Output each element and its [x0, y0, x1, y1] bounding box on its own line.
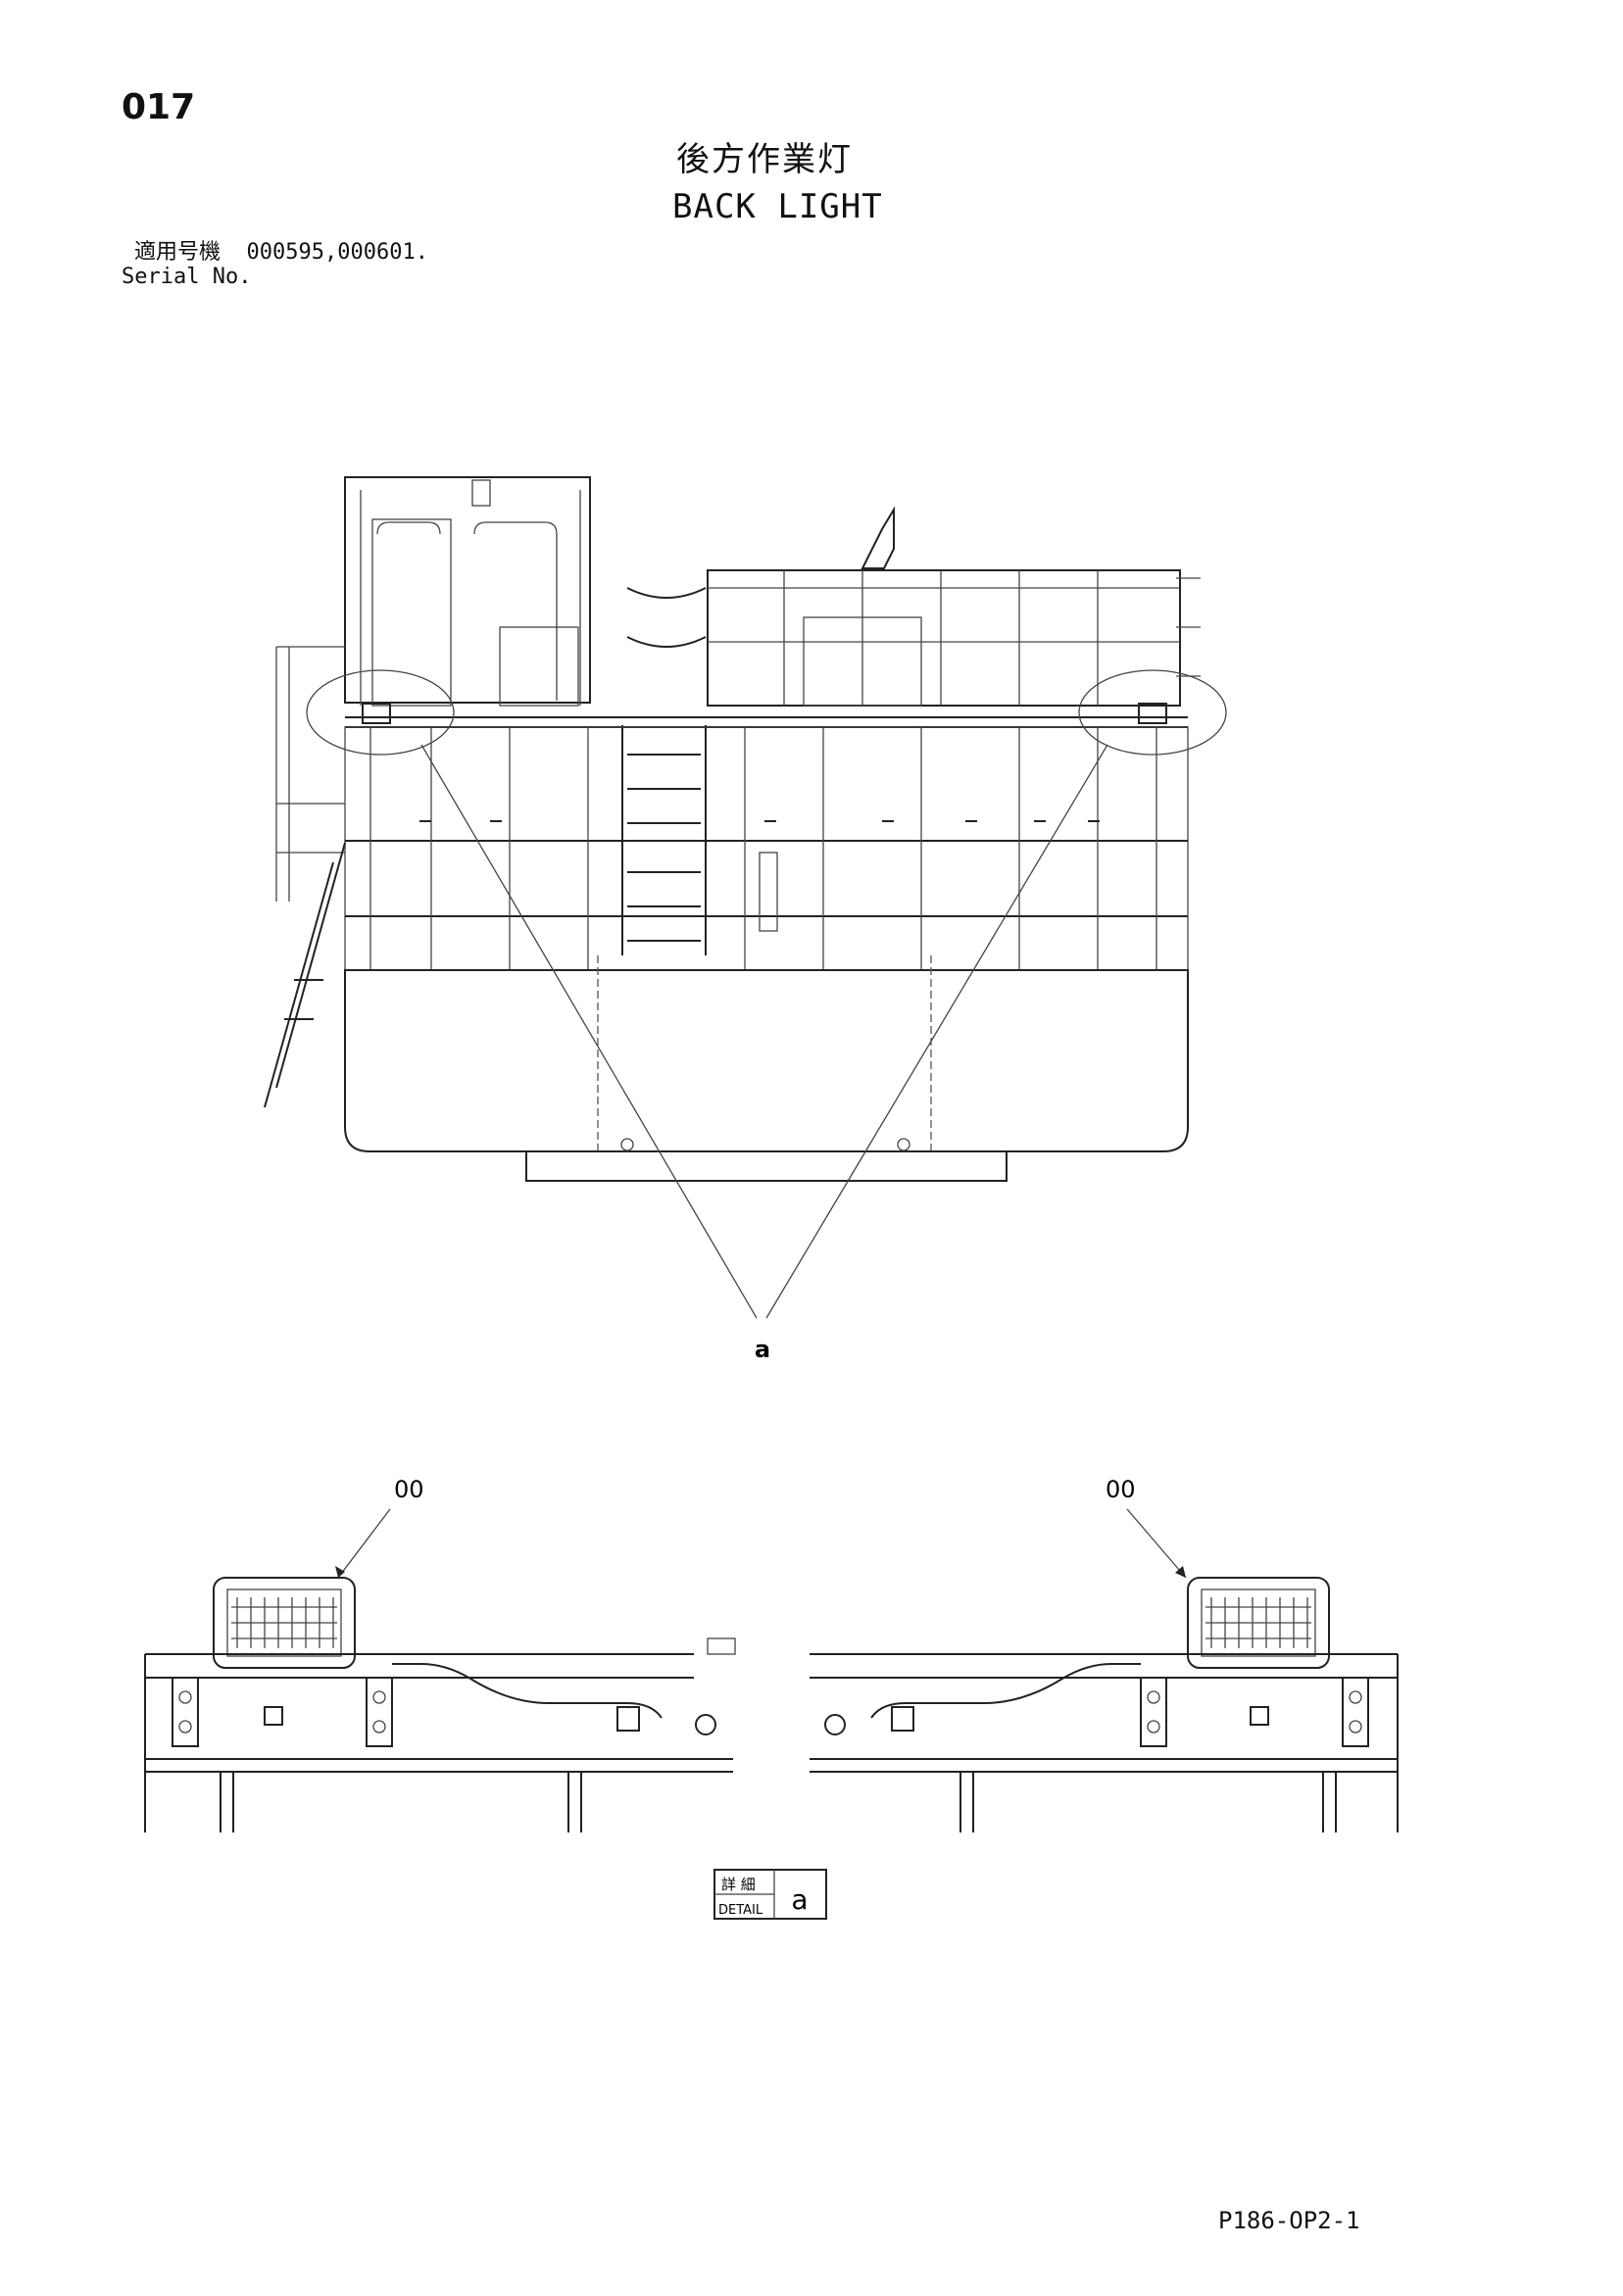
cab-handrail-left	[376, 521, 441, 535]
frame-left	[144, 1653, 694, 1832]
engine-cover-rail	[707, 569, 1181, 707]
work-light-right	[1187, 1577, 1330, 1669]
bracket-right-1	[1140, 1677, 1167, 1747]
detail-label-ref: a	[791, 1883, 808, 1916]
exhaust-stack	[861, 506, 895, 569]
bracket-right-2	[1342, 1677, 1369, 1747]
frame-left-lower	[145, 1758, 733, 1832]
work-light-left-lens	[226, 1588, 342, 1657]
title-english: BACK LIGHT	[672, 187, 883, 226]
rear-panel-area	[344, 726, 1189, 971]
right-rail-stubs	[1176, 577, 1201, 677]
leader-line-right	[765, 744, 1108, 1319]
title-japanese: 後方作業灯	[676, 140, 853, 179]
counterweight	[344, 969, 1189, 1152]
machine-rear-view: a	[264, 476, 1227, 1363]
serial-line-japanese: 適用号機 000595,000601.	[134, 242, 428, 264]
detail-label-box: 詳 細 DETAIL a	[713, 1869, 827, 1920]
serial-label-english: Serial No.	[122, 265, 252, 289]
serial-values: 000595,000601.	[246, 240, 428, 265]
frame-right	[810, 1653, 1399, 1832]
engine-block	[803, 616, 922, 707]
back-light-right-small	[1138, 703, 1167, 724]
part-callout-right: 00	[1106, 1476, 1136, 1503]
part-callout-left: 00	[394, 1476, 424, 1503]
lens-grid-right	[1205, 1597, 1311, 1648]
work-light-left	[213, 1577, 356, 1669]
hoses	[626, 587, 707, 648]
page-number: 017	[122, 87, 196, 127]
cab-frame	[344, 476, 591, 704]
detail-circle-right	[1078, 669, 1227, 756]
detail-label-jp: 詳 細	[721, 1876, 756, 1893]
serial-label-jp: 適用号機	[134, 240, 221, 265]
harness-right	[870, 1663, 1141, 1719]
bracket-left-2	[366, 1677, 393, 1747]
left-stairs	[264, 842, 346, 1108]
cab-top-lamp	[471, 479, 491, 507]
bracket-left-1	[172, 1677, 199, 1747]
undercarriage-plate	[525, 1150, 1008, 1182]
back-light-left-small	[362, 703, 391, 724]
detail-right: 00	[810, 1476, 1399, 1832]
lens-grid-left	[231, 1597, 337, 1648]
grommet-right	[824, 1714, 846, 1735]
harness-left	[392, 1663, 663, 1719]
detail-a-view: 00 00	[144, 1476, 1399, 1832]
leader-line-left	[420, 744, 758, 1319]
callout-arrow-right	[1126, 1508, 1187, 1579]
center-bracket	[759, 852, 778, 932]
cab-door	[371, 518, 452, 707]
detail-circle-left	[306, 669, 455, 756]
cab-handrail-right	[473, 521, 558, 701]
left-guard-rail	[275, 646, 345, 902]
work-light-right-lens	[1201, 1588, 1316, 1657]
detail-ref-label: a	[755, 1336, 770, 1363]
grommet-left	[695, 1714, 716, 1735]
cab-seat-block	[499, 626, 579, 707]
detail-label-en: DETAIL	[718, 1903, 763, 1918]
detail-left: 00	[144, 1476, 736, 1832]
frame-right-lower	[810, 1758, 1398, 1832]
document-code: P186-OP2-1	[1218, 2207, 1360, 2234]
callout-arrow-left	[337, 1508, 391, 1579]
